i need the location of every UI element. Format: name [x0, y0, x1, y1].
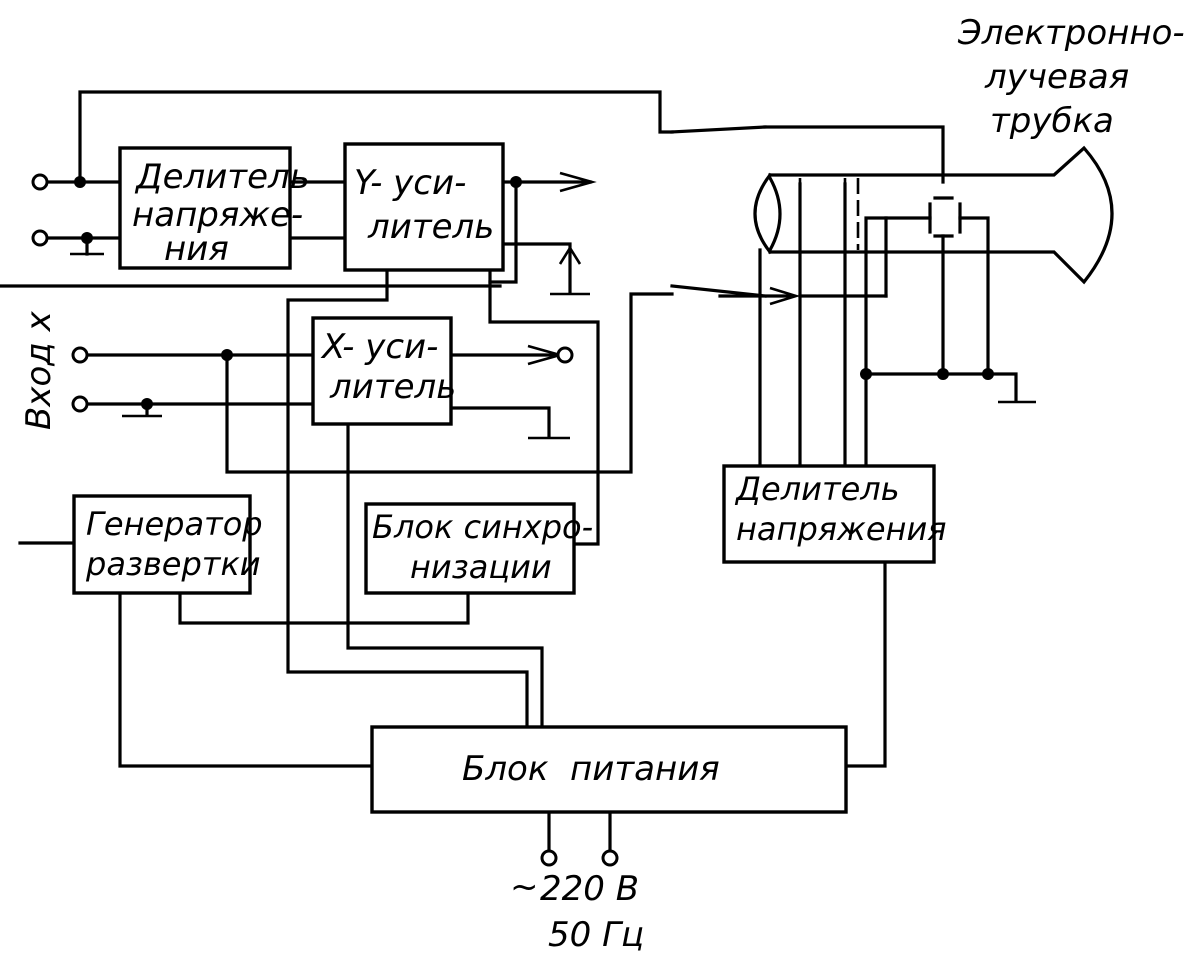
x-input-terminal-1	[71, 346, 89, 364]
x-output-terminal	[556, 346, 574, 364]
x-amplifier-line-2: литель	[329, 367, 456, 407]
crt-label: Электронно- лучевая трубка	[957, 13, 1185, 141]
mains-terminal-2	[601, 849, 619, 867]
block-x-amplifier: X- уси- литель	[311, 316, 456, 426]
block-y-amplifier: Y- уси- литель	[343, 142, 505, 272]
crt-divider-line-1: Делитель	[734, 470, 900, 508]
junction-dots	[74, 176, 994, 410]
power-supply-label: Блок питания	[462, 749, 720, 789]
crt-label-line-1: Электронно-	[957, 13, 1185, 53]
input-divider-line-2: напряже-	[132, 195, 303, 235]
block-input-divider: Делитель напряже- ния	[118, 146, 310, 270]
ac-symbol: ~	[510, 867, 539, 907]
terminals	[31, 173, 619, 867]
sweep-generator-line-1: Генератор	[86, 505, 263, 543]
crt-tube	[753, 145, 1114, 285]
sweep-generator-line-2: развертки	[85, 545, 261, 583]
mains-frequency-label: 50 Гц	[548, 915, 644, 955]
y-input-terminal-1	[31, 173, 49, 191]
x-input-terminal-2	[71, 395, 89, 413]
sync-block-line-2: низации	[410, 548, 552, 586]
input-divider-line-1: Делитель	[134, 157, 310, 197]
input-x-label: Вход x	[19, 310, 59, 430]
x-amplifier-line-1: X- уси-	[320, 327, 438, 367]
sync-block-line-1: Блок синхро-	[372, 508, 593, 546]
y-input-terminal-2	[31, 229, 49, 247]
block-power-supply: Блок питания	[370, 725, 848, 814]
y-amplifier-line-2: литель	[367, 207, 494, 247]
mains-terminal-1	[540, 849, 558, 867]
crt-label-line-3: трубка	[990, 101, 1114, 141]
y-amplifier-line-1: Y- уси-	[354, 163, 466, 203]
block-crt-divider: Делитель напряжения	[722, 464, 947, 564]
crt-divider-line-2: напряжения	[736, 510, 947, 548]
block-sync: Блок синхро- низации	[364, 502, 593, 595]
crt-label-line-2: лучевая	[984, 57, 1129, 97]
mains-voltage-label: 220 В	[540, 869, 639, 909]
block-sweep-generator: Генератор развертки	[72, 494, 263, 595]
input-divider-line-3: ния	[164, 229, 229, 269]
